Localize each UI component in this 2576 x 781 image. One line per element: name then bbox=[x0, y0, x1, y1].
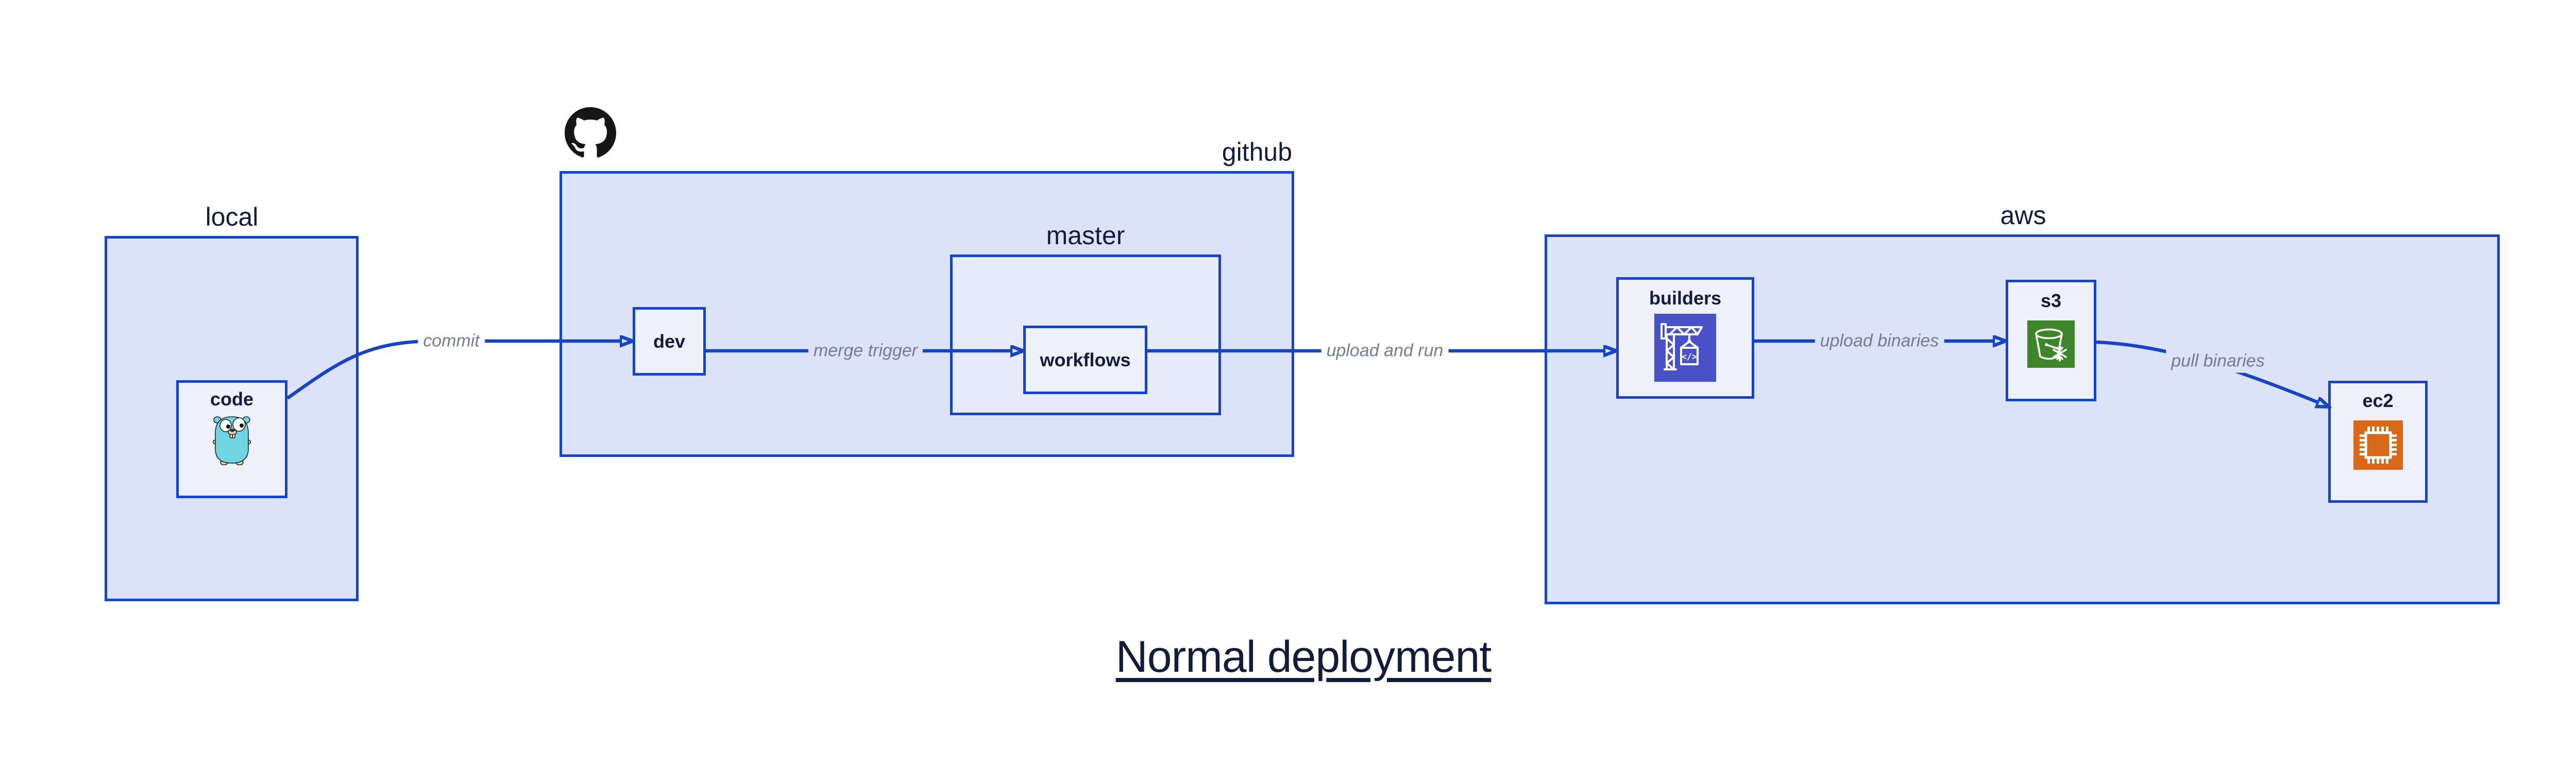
group-label-aws: aws bbox=[2000, 201, 2046, 230]
node-builders: builders </> bbox=[1616, 277, 1754, 399]
node-workflows: workflows bbox=[1023, 326, 1147, 394]
group-label-master: master bbox=[1046, 221, 1125, 250]
node-label-builders: builders bbox=[1649, 287, 1722, 309]
node-s3: s3 bbox=[2006, 280, 2096, 401]
node-label-ec2: ec2 bbox=[2362, 390, 2394, 411]
node-label-s3: s3 bbox=[2040, 290, 2062, 311]
aws-codebuild-icon: </> bbox=[1654, 313, 1716, 384]
go-gopher-icon bbox=[212, 413, 251, 468]
codebuild-code-glyph: </> bbox=[1682, 352, 1698, 362]
edge-label-commit: commit bbox=[418, 329, 485, 353]
node-dev: dev bbox=[633, 307, 706, 376]
aws-ec2-chip-icon bbox=[2353, 420, 2403, 472]
github-octocat-icon bbox=[565, 107, 616, 158]
diagram-title: Normal deployment bbox=[1115, 632, 1492, 682]
group-label-github: github bbox=[1222, 138, 1292, 166]
node-label-workflows: workflows bbox=[1040, 349, 1131, 370]
edge-label-upload-binaries: upload binaries bbox=[1815, 329, 1944, 353]
edge-label-pull-binaries: pull binaries bbox=[2166, 349, 2270, 373]
edge-label-merge-trigger: merge trigger bbox=[808, 339, 923, 363]
node-label-dev: dev bbox=[653, 330, 686, 352]
node-label-code: code bbox=[210, 388, 254, 410]
node-code: code bbox=[176, 380, 287, 498]
group-label-local: local bbox=[205, 202, 259, 231]
edge-label-upload-and-run: upload and run bbox=[1321, 339, 1449, 363]
node-ec2: ec2 bbox=[2328, 381, 2428, 503]
aws-s3-glacier-bucket-icon bbox=[2027, 320, 2075, 370]
